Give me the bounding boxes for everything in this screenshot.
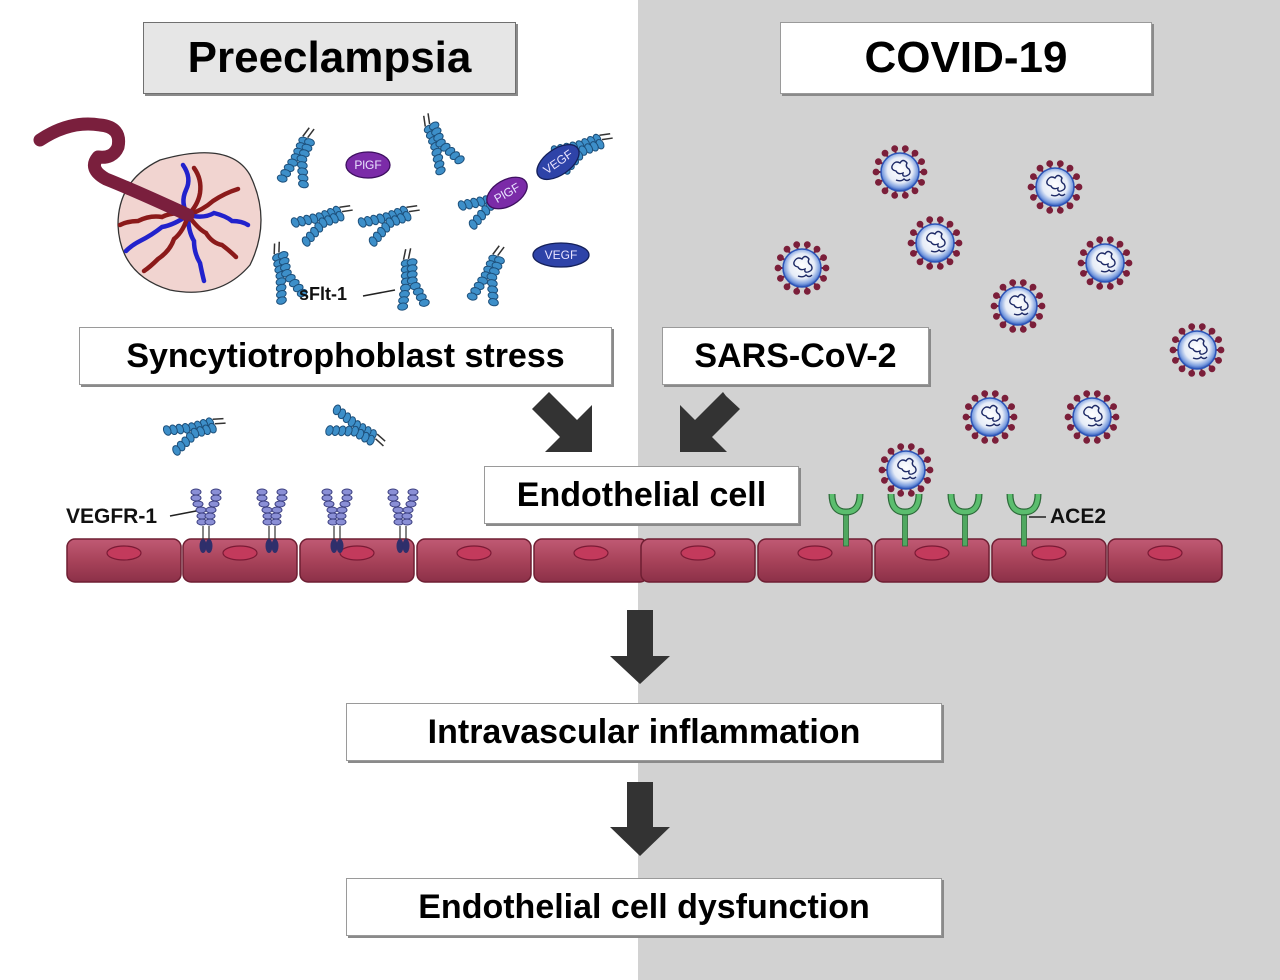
cell-nucleus bbox=[106, 545, 142, 561]
endothelial-cell bbox=[299, 538, 415, 583]
ace2-label: ACE2 bbox=[1050, 505, 1107, 528]
ace2-receptors bbox=[832, 494, 1038, 546]
sflt1-molecule bbox=[355, 189, 425, 249]
endothelial-cell bbox=[757, 538, 873, 583]
plgf-bound: PlGF bbox=[486, 176, 528, 210]
sflt1-molecule bbox=[288, 189, 358, 249]
endothelial-cell bbox=[991, 538, 1107, 583]
vegfr1-pointer-line bbox=[169, 510, 197, 517]
sflt1-molecule bbox=[465, 240, 514, 308]
sars-cov-2-virion bbox=[962, 390, 1018, 444]
sflt1-molecule bbox=[407, 108, 467, 178]
sars-cov-2-virion bbox=[907, 216, 963, 270]
endothelial-cell-layer bbox=[66, 538, 1223, 583]
ace2-receptor bbox=[1010, 494, 1038, 546]
preeclampsia-title: Preeclampsia bbox=[143, 22, 516, 94]
endothelial-cell bbox=[874, 538, 990, 583]
cell-nucleus bbox=[1147, 545, 1183, 561]
sflt1-molecule bbox=[275, 122, 324, 190]
sars-cov-2-virion bbox=[1027, 160, 1083, 214]
endothelial-cell bbox=[66, 538, 182, 583]
sars-cov-2-virion bbox=[872, 145, 928, 199]
sars-cov-2-virion bbox=[1064, 390, 1120, 444]
sars-cov-2-virion bbox=[990, 279, 1046, 333]
sflt1-molecule bbox=[161, 401, 231, 458]
arrow-inflammation-to-dysfunction bbox=[610, 782, 670, 856]
endothelial-cell-box: Endothelial cell bbox=[484, 466, 799, 524]
endothelial-cell bbox=[640, 538, 756, 583]
vegf-free: VEGF bbox=[532, 242, 590, 268]
sflt1-molecule bbox=[323, 403, 393, 456]
sflt1-molecule bbox=[387, 246, 431, 312]
vegf-label: VEGF bbox=[545, 248, 578, 262]
sars-cov-2-virion bbox=[878, 443, 934, 497]
cell-nucleus bbox=[914, 545, 950, 561]
arrow-stress-to-endothelial bbox=[532, 392, 592, 452]
plgf-free: PlGF bbox=[345, 151, 391, 179]
sars-cov-2-virion bbox=[774, 241, 830, 295]
intravascular-inflammation-box: Intravascular inflammation bbox=[346, 703, 942, 761]
sars-cov-2-virion bbox=[1169, 323, 1225, 377]
cell-nucleus bbox=[339, 545, 375, 561]
syncytiotrophoblast-stress-box: Syncytiotrophoblast stress bbox=[79, 327, 612, 385]
sflt1-pointer-line bbox=[362, 289, 396, 297]
cell-nucleus bbox=[1031, 545, 1067, 561]
sflt1-label: sFlt-1 bbox=[299, 284, 348, 304]
endothelial-cell bbox=[1107, 538, 1223, 583]
plgf-label: PlGF bbox=[354, 158, 381, 172]
cell-nucleus bbox=[222, 545, 258, 561]
endothelial-dysfunction-box: Endothelial cell dysfunction bbox=[346, 878, 942, 936]
cell-nucleus bbox=[573, 545, 609, 561]
arrow-endothelial-to-inflammation bbox=[610, 610, 670, 684]
arrow-sars-to-endothelial bbox=[680, 392, 740, 452]
sars-cov-2-virions bbox=[774, 145, 1225, 497]
cell-nucleus bbox=[680, 545, 716, 561]
ace2-receptor bbox=[951, 494, 979, 546]
covid19-title: COVID-19 bbox=[780, 22, 1152, 94]
sars-cov-2-box: SARS-CoV-2 bbox=[662, 327, 929, 385]
arrows bbox=[532, 392, 740, 856]
endothelial-cell bbox=[416, 538, 532, 583]
placenta-illustration bbox=[33, 117, 262, 293]
cell-nucleus bbox=[797, 545, 833, 561]
vegfr1-label: VEGFR-1 bbox=[66, 505, 158, 528]
sars-cov-2-virion bbox=[1077, 236, 1133, 290]
cell-nucleus bbox=[456, 545, 492, 561]
endothelial-cell bbox=[533, 538, 649, 583]
ace2-receptor bbox=[891, 494, 919, 546]
ace2-receptor bbox=[832, 494, 860, 546]
